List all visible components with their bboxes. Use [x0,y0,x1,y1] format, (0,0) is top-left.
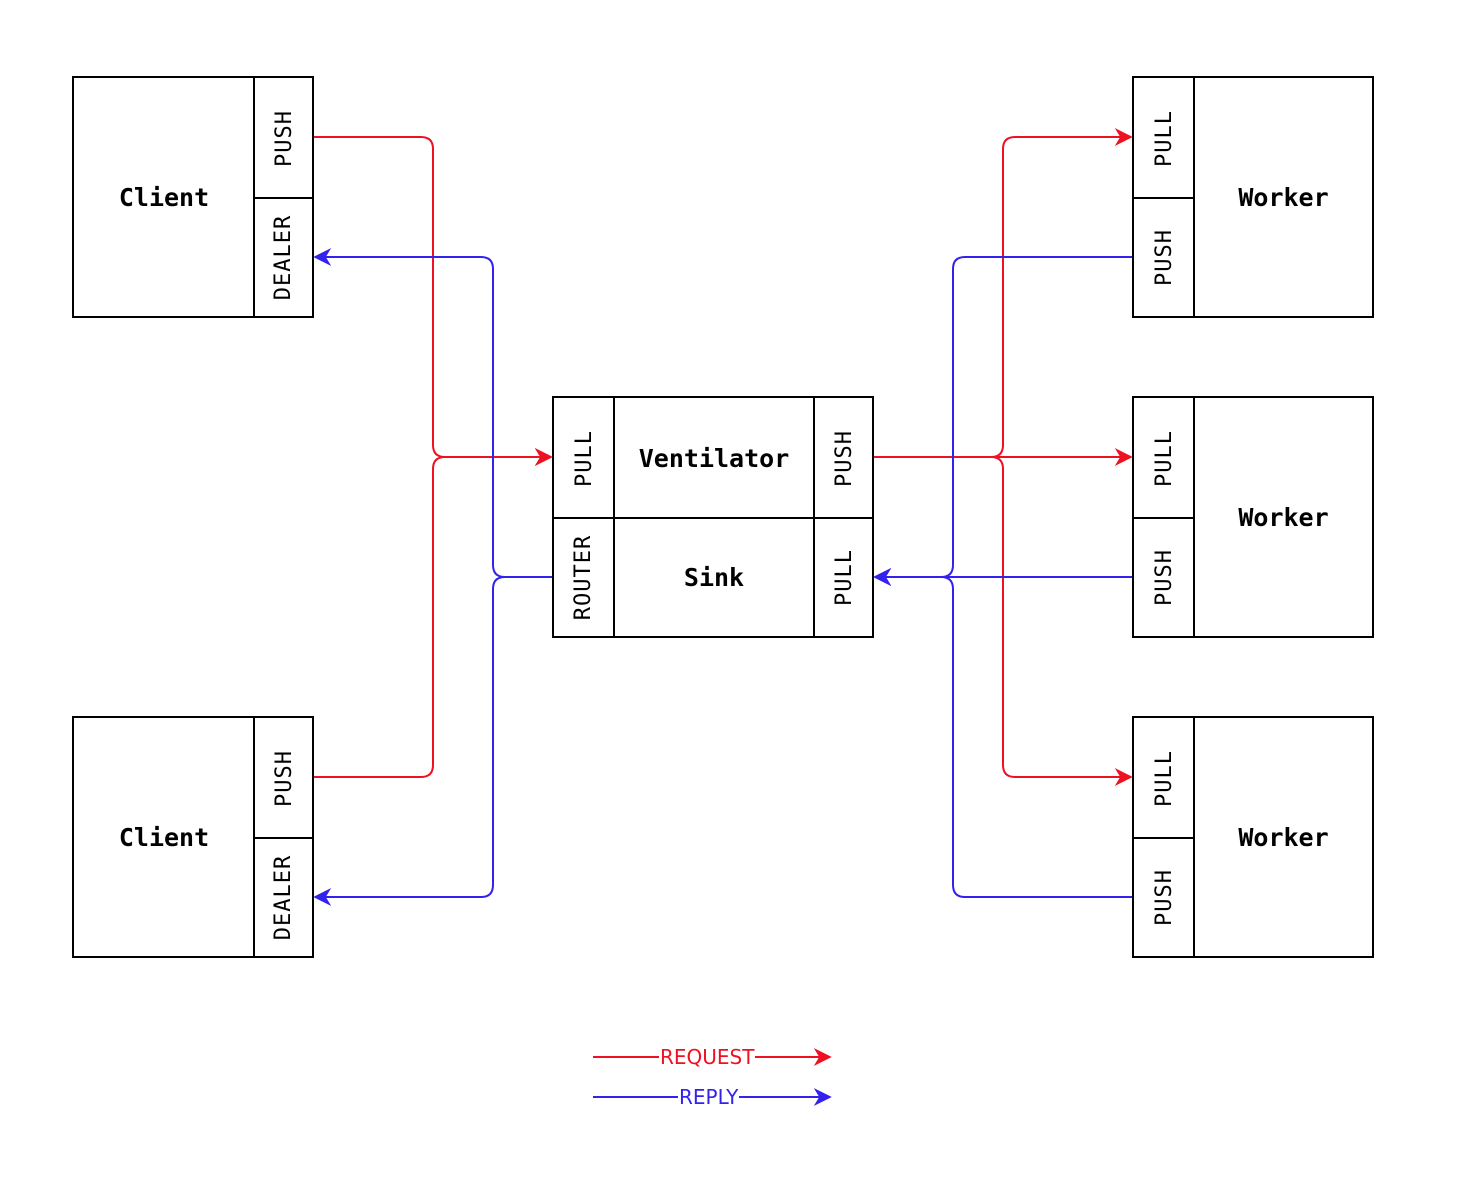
client-name: Client [118,822,210,852]
client-name: Client [118,182,210,212]
worker-node-2: PULL PUSH Worker [1132,396,1374,638]
client-push-port: PUSH [271,749,297,807]
sink-pull-port: PULL [831,548,857,606]
wire-ventilator-to-worker1 [873,128,1133,458]
worker-name: Worker [1238,182,1329,212]
worker-pull-port: PULL [1151,429,1177,487]
worker-name: Worker [1238,502,1329,532]
worker-push-port: PUSH [1151,228,1177,286]
wire-client1-push-to-ventilator [313,136,553,466]
wire-client2-push-to-ventilator [313,448,553,778]
wire-sink-to-client1 [313,248,553,578]
sink-router-port: ROUTER [571,534,597,620]
worker-push-port: PUSH [1151,548,1177,606]
client-dealer-port: DEALER [271,854,297,940]
ventilator-pull-port: PULL [571,429,597,487]
legend-reply-label: REPLY [678,1085,740,1109]
ventilator-sink-node: PULL Ventilator PUSH ROUTER Sink PULL [552,396,874,638]
wire-sink-to-client2 [313,576,553,906]
wire-ventilator-to-worker3 [873,456,1133,786]
client-push-port: PUSH [271,109,297,167]
client-node-2: Client PUSH DEALER [72,716,314,958]
ventilator-name: Ventilator [638,443,790,473]
wire-worker3-to-sink [873,568,1133,898]
worker-name: Worker [1238,822,1329,852]
worker-pull-port: PULL [1151,109,1177,167]
client-node-1: Client PUSH DEALER [72,76,314,318]
client-dealer-port: DEALER [271,214,297,300]
worker-node-3: PULL PUSH Worker [1132,716,1374,958]
sink-name: Sink [683,562,745,592]
wire-worker1-to-sink [873,256,1133,586]
worker-pull-port: PULL [1151,749,1177,807]
legend-request-label: REQUEST [659,1045,756,1069]
worker-node-1: PULL PUSH Worker [1132,76,1374,318]
worker-push-port: PUSH [1151,868,1177,926]
ventilator-push-port: PUSH [831,429,857,487]
